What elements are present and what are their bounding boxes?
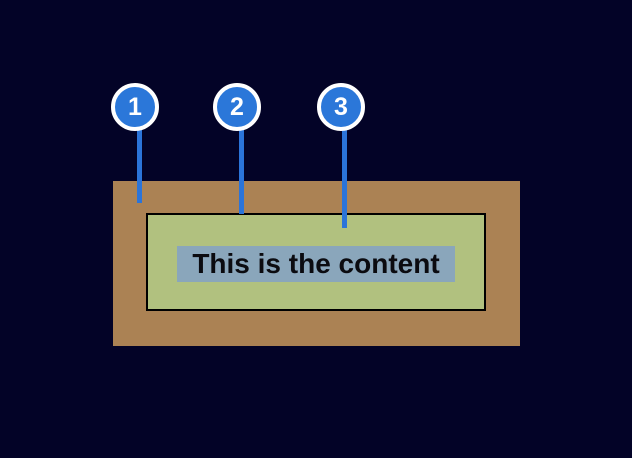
callout-badge-1: 1 xyxy=(111,83,159,131)
content-text: This is the content xyxy=(177,246,455,282)
callout-number-2: 2 xyxy=(230,92,244,121)
callout-line-2 xyxy=(239,130,244,214)
callout-line-3 xyxy=(342,130,347,228)
callout-badge-2: 2 xyxy=(213,83,261,131)
callout-line-1 xyxy=(137,130,142,203)
callout-badge-3: 3 xyxy=(317,83,365,131)
callout-number-1: 1 xyxy=(128,92,142,121)
callout-number-3: 3 xyxy=(334,92,348,121)
